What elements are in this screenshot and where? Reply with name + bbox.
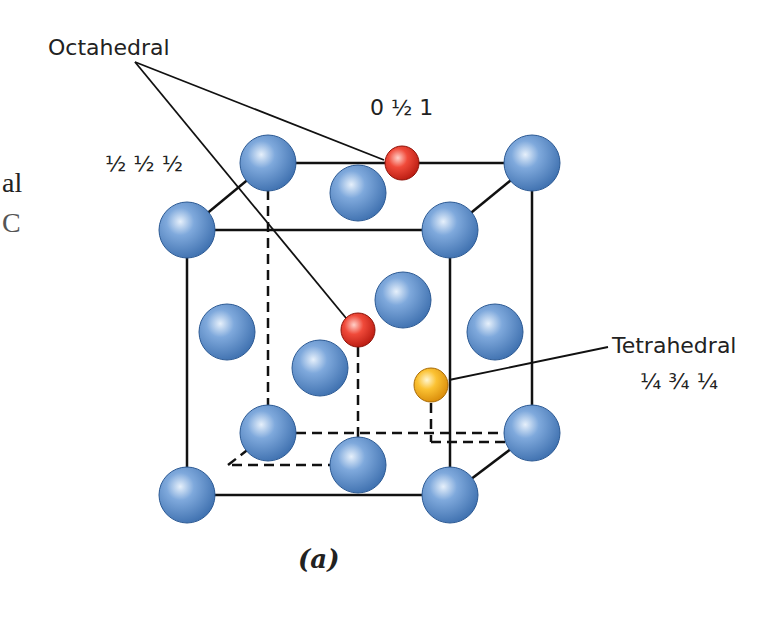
panel-label: (a) [298, 545, 339, 574]
site-label: Octahedral [48, 36, 170, 60]
tetrahedral-site [414, 368, 448, 402]
cropped-text: C [2, 208, 21, 239]
cropped-text: al [2, 168, 22, 199]
leader-lines [135, 62, 608, 380]
coordinate-label: 0 ½ 1 [370, 96, 433, 120]
octahedral-sites [341, 146, 419, 347]
front-atoms [159, 202, 478, 523]
coordinate-label: ½ ½ ½ [105, 152, 183, 176]
site-label: Tetrahedral [612, 334, 736, 358]
cube-edges [187, 163, 532, 495]
coordinate-label: ¼ ¾ ¼ [640, 370, 718, 394]
host-atoms [199, 135, 560, 493]
